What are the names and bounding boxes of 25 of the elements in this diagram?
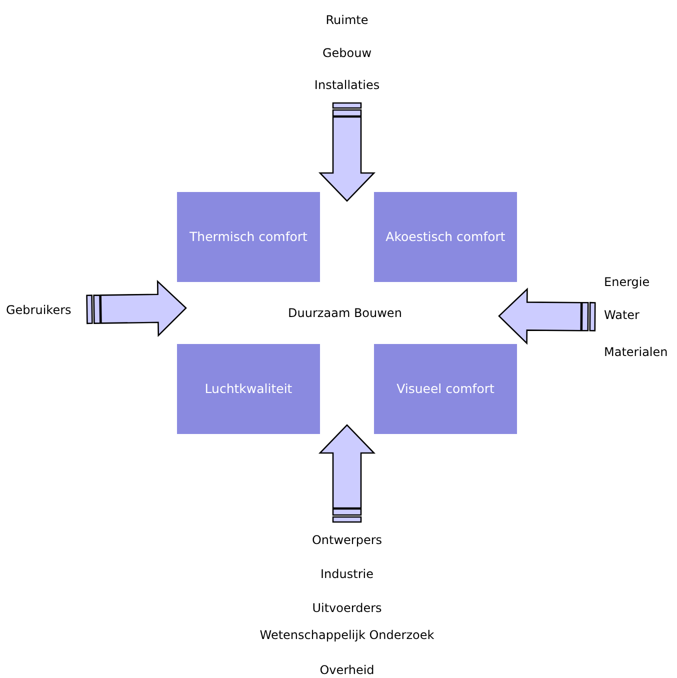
- node-label: Water: [604, 307, 640, 323]
- block-arrow: [86, 280, 187, 337]
- box-label: Akoestisch comfort: [386, 229, 506, 245]
- node-label: Duurzaam Bouwen: [287, 305, 403, 321]
- node-label: Industrie: [320, 566, 374, 582]
- node-label: Uitvoerders: [311, 600, 383, 616]
- comfort-box: [177, 192, 320, 282]
- node-label: Materialen: [604, 344, 669, 360]
- box-label: Thermisch comfort: [190, 229, 308, 245]
- comfort-box: [374, 192, 517, 282]
- node-label: Ruimte: [324, 12, 370, 28]
- node-label: Gebruikers: [6, 302, 72, 318]
- box-label: Visueel comfort: [396, 381, 494, 397]
- node-label: Overheid: [318, 662, 376, 678]
- node-label: Wetenschappelijk Onderzoek: [258, 627, 436, 643]
- block-arrow: [318, 424, 376, 523]
- node-label: Gebouw: [321, 45, 373, 61]
- comfort-box: [177, 344, 320, 434]
- block-arrow: [318, 102, 376, 202]
- comfort-box: [374, 344, 517, 434]
- block-arrow: [498, 288, 596, 345]
- node-label: Installaties: [313, 77, 381, 93]
- box-label: Luchtkwaliteit: [204, 381, 292, 397]
- node-label: Energie: [604, 274, 651, 290]
- node-label: Ontwerpers: [310, 532, 384, 548]
